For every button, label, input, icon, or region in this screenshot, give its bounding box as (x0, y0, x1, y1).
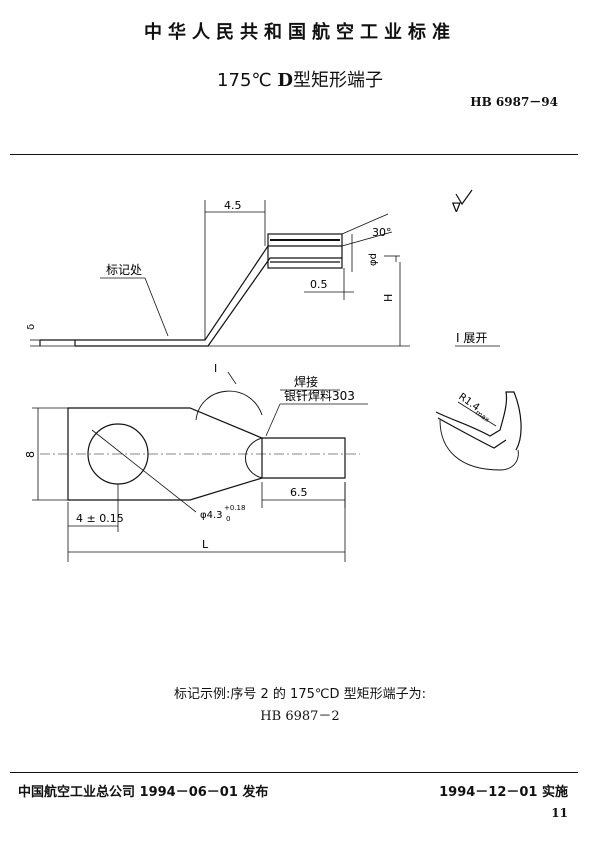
technical-drawing: 4.5 30° 标记处 δ φd 0.5 H ∇ I 展开 I 焊接 银钎焊料3… (24, 189, 522, 562)
detail-title: I 展开 (456, 331, 487, 345)
dim-barrel: 6.5 (290, 486, 308, 499)
standard-title-suffix: 型矩形端子 (292, 70, 383, 91)
standard-title: 175℃ D型矩形端子 (0, 66, 600, 92)
detail-expansion-sketch (435, 391, 522, 451)
barrel-side (267, 233, 343, 269)
dim-thickness: δ (26, 324, 37, 330)
page-number: 11 (551, 806, 568, 820)
radius-subscript: max (474, 409, 491, 424)
footer-rule (10, 772, 578, 773)
dim-hole-pos: 4 ± 0.15 (76, 512, 124, 525)
dim-hole-tol-lower: 0 (226, 515, 230, 523)
dim-offset: 0.5 (310, 278, 328, 291)
dim-d1: φd (368, 253, 379, 266)
dim-top-width: 4.5 (224, 199, 242, 212)
dim-hole-dia: φ4.3 (200, 510, 223, 521)
angle-label: 30° (372, 226, 392, 239)
dim-height: H (382, 294, 395, 302)
standard-code: HB 6987－94 (470, 95, 558, 109)
side-profile-outer (40, 245, 342, 341)
weld-label: 焊接 (294, 374, 318, 389)
org-title: 中华人民共和国航空工业标准 (144, 22, 456, 43)
publisher-line: 中国航空工业总公司 1994－06－01 发布 (18, 785, 269, 800)
header-rule (10, 154, 578, 155)
standard-title-prefix: 175℃ (217, 70, 278, 91)
standard-title-letter: D (277, 70, 293, 91)
dim-length: L (202, 538, 209, 551)
dim-width: 8 (24, 451, 37, 458)
marking-example-code: HB 6987－2 (260, 709, 340, 724)
solder-label: 银钎焊料303 (284, 388, 355, 403)
marking-example: 标记示例:序号 2 的 175℃D 型矩形端子为: (174, 687, 426, 702)
roughness-symbol-mark (455, 189, 473, 206)
marker-label: 标记处 (106, 263, 142, 277)
radius-label: R1.4max (455, 391, 494, 424)
detail-ref-label: I (214, 362, 217, 375)
effective-date: 1994－12－01 实施 (439, 785, 568, 800)
dim-hole-tol-upper: +0.18 (224, 504, 245, 512)
plan-view-outline (67, 407, 346, 501)
roughness-symbol: ∇ (451, 201, 461, 216)
